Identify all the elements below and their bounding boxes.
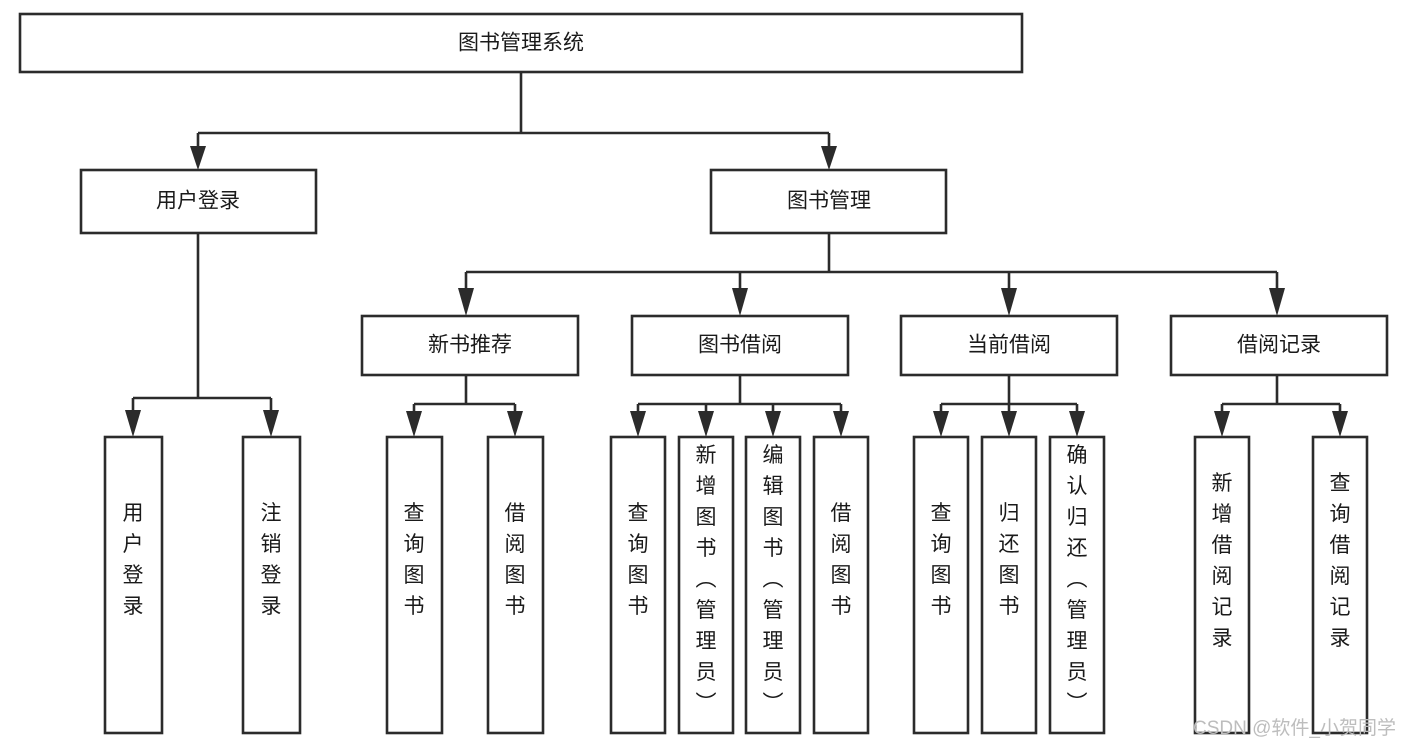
node-book-manage-box[interactable] [709,168,948,235]
node-root-label: 图书管理系统 [458,32,584,55]
node-leaf-confirm-return[interactable]: 确认归还︵管理员︶ [1048,435,1106,735]
arrow-head-book-manage [821,146,837,170]
node-book-borrow[interactable]: 图书借阅 [630,314,850,377]
node-leaf-query-book-2-box[interactable] [609,435,667,735]
node-new-book-recommend-box[interactable] [360,314,580,377]
node-leaf-borrow-book-1-label: 借阅图书 [505,502,526,618]
arrow-head-leaf-borrow-book-2 [833,411,849,437]
arrow-head-user-login [190,146,206,170]
node-leaf-confirm-return-label: 确认归还︵管理员︶ [1067,444,1088,715]
arrow-head-leaf-confirm-return [1069,411,1085,437]
node-leaf-user-login-label: 用户登录 [123,502,144,618]
node-leaf-query-book-2[interactable]: 查询图书 [609,435,667,735]
node-leaf-user-logout[interactable]: 注销登录 [241,435,302,735]
node-root[interactable]: 图书管理系统 [18,12,1024,74]
node-leaf-borrow-book-2[interactable]: 借阅图书 [812,435,870,735]
arrow-head-new-book-recommend [458,288,474,316]
node-book-borrow-box[interactable] [630,314,850,377]
arrow-head-leaf-user-logout [263,410,279,437]
node-leaf-add-book-label: 新增图书︵管理员︶ [696,444,717,715]
node-leaf-add-book-box[interactable] [677,435,735,735]
node-leaf-query-record[interactable]: 查询借阅记录 [1311,435,1369,735]
node-leaf-borrow-book-1[interactable]: 借阅图书 [486,435,545,735]
node-root-box[interactable] [18,12,1024,74]
node-leaf-query-record-label: 查询借阅记录 [1330,472,1351,650]
node-leaf-query-book-3[interactable]: 查询图书 [912,435,970,735]
node-leaf-add-record-box[interactable] [1193,435,1251,735]
node-leaf-add-record[interactable]: 新增借阅记录 [1193,435,1251,735]
arrow-head-leaf-add-book [698,411,714,437]
node-leaf-return-book-label: 归还图书 [999,502,1020,618]
node-leaf-add-record-label: 新增借阅记录 [1212,472,1233,650]
node-user-login-label: 用户登录 [156,190,240,213]
arrow-head-current-borrow [1001,288,1017,316]
arrow-head-leaf-query-record [1332,411,1348,437]
node-leaf-confirm-return-box[interactable] [1048,435,1106,735]
node-leaf-query-book-1-box[interactable] [385,435,444,735]
arrow-head-leaf-return-book [1001,411,1017,437]
node-book-borrow-label: 图书借阅 [698,334,782,357]
node-borrow-record[interactable]: 借阅记录 [1169,314,1389,377]
node-leaf-query-book-1[interactable]: 查询图书 [385,435,444,735]
arrow-head-leaf-query-book-2 [630,411,646,437]
arrow-head-leaf-query-book-1 [406,411,422,437]
node-current-borrow[interactable]: 当前借阅 [899,314,1119,377]
node-current-borrow-label: 当前借阅 [967,334,1051,357]
arrow-head-borrow-record [1269,288,1285,316]
arrow-head-leaf-add-record [1214,411,1230,437]
node-leaf-return-book-box[interactable] [980,435,1038,735]
node-leaf-borrow-book-2-label: 借阅图书 [831,502,852,618]
node-leaf-user-logout-box[interactable] [241,435,302,735]
node-leaf-edit-book-box[interactable] [744,435,802,735]
node-new-book-recommend-label: 新书推荐 [428,334,512,357]
arrow-head-leaf-borrow-book-1 [507,411,523,437]
node-borrow-record-label: 借阅记录 [1237,334,1321,357]
node-user-login-box[interactable] [79,168,318,235]
node-book-manage-label: 图书管理 [787,190,871,213]
node-leaf-query-record-box[interactable] [1311,435,1369,735]
node-leaf-query-book-1-label: 查询图书 [404,502,425,618]
node-leaf-borrow-book-1-box[interactable] [486,435,545,735]
node-leaf-user-login[interactable]: 用户登录 [103,435,164,735]
node-leaf-edit-book[interactable]: 编辑图书︵管理员︶ [744,435,802,735]
node-book-manage[interactable]: 图书管理 [709,168,948,235]
arrow-head-leaf-query-book-3 [933,411,949,437]
node-leaf-query-book-2-label: 查询图书 [628,502,649,618]
node-leaf-user-logout-label: 注销登录 [261,502,282,618]
node-leaf-edit-book-label: 编辑图书︵管理员︶ [763,444,784,715]
arrow-head-leaf-edit-book [765,411,781,437]
arrow-head-book-borrow [732,288,748,316]
node-leaf-query-book-3-box[interactable] [912,435,970,735]
node-leaf-add-book[interactable]: 新增图书︵管理员︶ [677,435,735,735]
csdn-watermark: CSDN @软件_小贺同学 [1193,717,1396,739]
node-current-borrow-box[interactable] [899,314,1119,377]
node-user-login[interactable]: 用户登录 [79,168,318,235]
arrow-head-leaf-user-login [125,410,141,437]
node-leaf-borrow-book-2-box[interactable] [812,435,870,735]
node-leaf-return-book[interactable]: 归还图书 [980,435,1038,735]
node-leaf-user-login-box[interactable] [103,435,164,735]
node-new-book-recommend[interactable]: 新书推荐 [360,314,580,377]
node-borrow-record-box[interactable] [1169,314,1389,377]
connector-group [125,72,1348,437]
node-leaf-query-book-3-label: 查询图书 [931,502,952,618]
